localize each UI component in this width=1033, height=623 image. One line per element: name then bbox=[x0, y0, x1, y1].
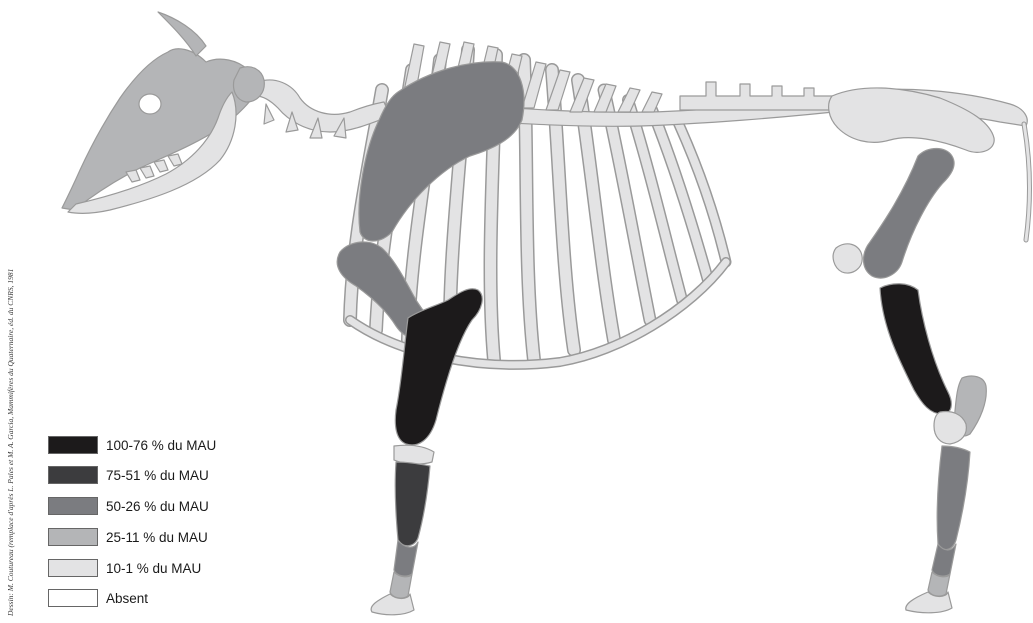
legend-label: 100-76 % du MAU bbox=[106, 438, 216, 453]
legend-swatch bbox=[48, 528, 98, 546]
legend-label: Absent bbox=[106, 591, 148, 606]
credit-text: Dessin: M. Coutureau (remplace d'après L… bbox=[4, 260, 18, 620]
carpals bbox=[394, 445, 434, 464]
legend-item: 50-26 % du MAU bbox=[48, 493, 209, 519]
legend-item: 100-76 % du MAU bbox=[48, 432, 216, 458]
legend-swatch bbox=[48, 466, 98, 484]
tibia bbox=[880, 284, 951, 414]
hind-phalanx-1 bbox=[932, 544, 956, 576]
patella bbox=[833, 244, 862, 273]
legend-label: 75-51 % du MAU bbox=[106, 468, 209, 483]
tarsals bbox=[934, 412, 966, 445]
legend-swatch bbox=[48, 559, 98, 577]
legend-swatch bbox=[48, 589, 98, 607]
credit-label: Dessin: M. Coutureau (remplace d'après L… bbox=[6, 269, 15, 616]
legend-item: Absent bbox=[48, 585, 148, 611]
legend-label: 25-11 % du MAU bbox=[106, 530, 208, 545]
fore-phalanx-2 bbox=[390, 572, 412, 598]
legend-swatch bbox=[48, 497, 98, 515]
hind-hoof bbox=[906, 592, 952, 613]
legend-label: 50-26 % du MAU bbox=[106, 499, 209, 514]
metacarpal bbox=[395, 462, 430, 546]
legend-item: 10-1 % du MAU bbox=[48, 555, 201, 581]
legend-item: 25-11 % du MAU bbox=[48, 524, 208, 550]
metatarsal bbox=[937, 446, 970, 550]
legend-item: 75-51 % du MAU bbox=[48, 462, 209, 488]
femur bbox=[864, 149, 955, 279]
skull bbox=[62, 12, 264, 213]
fore-hoof bbox=[371, 594, 414, 615]
legend-label: 10-1 % du MAU bbox=[106, 561, 201, 576]
legend-swatch bbox=[48, 436, 98, 454]
